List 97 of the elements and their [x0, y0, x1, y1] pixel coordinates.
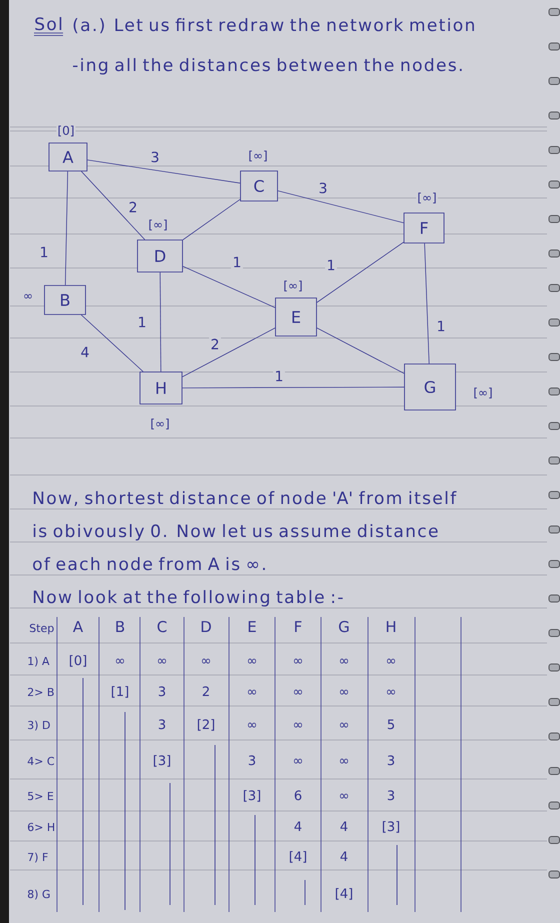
- column-header: G: [339, 620, 349, 632]
- table-cell: 3: [388, 755, 394, 766]
- step-label: 3) D: [28, 720, 50, 730]
- edge-line: [160, 272, 162, 372]
- edge-line: [182, 386, 404, 388]
- table-cell: 4: [294, 822, 302, 831]
- table-cell: ∞: [340, 758, 348, 764]
- table-cell: ∞: [340, 690, 348, 695]
- distance-label: [0]: [56, 124, 76, 138]
- table-cell: ∞: [248, 690, 256, 695]
- edge-weight: 4: [79, 345, 91, 359]
- paragraph-text: Now look at the following table :-: [34, 590, 343, 607]
- table-cell: [3]: [244, 790, 260, 802]
- edge-line: [182, 199, 240, 240]
- node-box: C: [240, 170, 278, 202]
- column-header: E: [248, 621, 256, 632]
- column-header: F: [295, 621, 302, 632]
- heading-text: Sol: [34, 17, 64, 36]
- step-label: 7) F: [28, 852, 48, 862]
- distance-label: [∞]: [149, 418, 171, 430]
- column-header: A: [72, 621, 83, 632]
- distance-label: ∞: [22, 293, 34, 301]
- node-box: E: [275, 298, 317, 336]
- distance-label: [∞]: [472, 386, 494, 400]
- edge-weight: 1: [273, 369, 285, 383]
- edge-line: [278, 190, 404, 224]
- table-cell: ∞: [248, 658, 256, 664]
- edge-weight: 1: [136, 315, 148, 329]
- table-cell: [4]: [290, 851, 306, 863]
- step-label: 5> E: [28, 792, 54, 800]
- node-box: G: [404, 364, 456, 410]
- edge-weight: 1: [435, 319, 447, 333]
- table-cell: [2]: [198, 719, 214, 731]
- table-cell: ∞: [386, 690, 396, 695]
- edge-weight: 1: [231, 255, 243, 269]
- table-cell: ∞: [116, 658, 124, 664]
- table-cell: ∞: [294, 722, 302, 728]
- step-label: 1) A: [28, 656, 50, 666]
- edge-weight: 2: [127, 200, 139, 214]
- node-box: B: [44, 285, 86, 315]
- step-label: 4> C: [28, 756, 54, 766]
- node-box: D: [137, 240, 183, 272]
- table-cell: ∞: [294, 658, 302, 664]
- table-cell: 3: [158, 719, 166, 730]
- edge-line: [424, 243, 430, 364]
- node-box: F: [404, 212, 444, 244]
- distance-label: [∞]: [247, 150, 269, 162]
- edge-weight: 1: [325, 258, 337, 272]
- edge-line: [316, 242, 404, 303]
- node-box: A: [48, 142, 88, 172]
- distance-label: [∞]: [282, 280, 304, 292]
- table-cell: [0]: [70, 655, 86, 667]
- table-cell: ∞: [340, 794, 348, 799]
- edge-weight: 1: [38, 245, 50, 259]
- distance-label: [∞]: [147, 218, 169, 232]
- edge-weight: 2: [209, 337, 221, 351]
- edge-line: [64, 171, 68, 286]
- edge-weight: 3: [149, 150, 161, 164]
- column-header: H: [386, 621, 396, 632]
- table-cell: 3: [388, 790, 394, 800]
- column-header: Step: [30, 624, 54, 634]
- paragraph-text: Now, shortest distance of node 'A' from itself is obivously 0. Now let us assume distance of each node from A is ∞.: [33, 491, 457, 570]
- edge-line: [316, 328, 404, 374]
- edge-line: [182, 266, 276, 308]
- table-cell: ∞: [294, 690, 302, 695]
- table-cell: 3: [248, 755, 256, 766]
- table-cell: 4: [340, 852, 348, 861]
- column-header: D: [202, 621, 211, 632]
- node-box: H: [140, 372, 182, 404]
- distance-label: [∞]: [416, 192, 438, 204]
- edge-weight: 3: [317, 181, 329, 195]
- table-cell: ∞: [340, 722, 348, 728]
- table-cell: [3]: [154, 755, 170, 767]
- table-cell: [3]: [382, 821, 400, 833]
- edge-line: [81, 171, 146, 240]
- table-cell: ∞: [158, 658, 166, 664]
- edge-line: [87, 160, 240, 184]
- table-cell: ∞: [202, 658, 210, 664]
- table-cell: [1]: [112, 686, 128, 698]
- table-cell: 6: [294, 790, 302, 800]
- table-cell: 4: [340, 822, 348, 831]
- table-cell: 3: [158, 686, 166, 696]
- column-header: C: [158, 620, 166, 632]
- edge-line: [182, 328, 276, 378]
- table-cell: [4]: [336, 888, 352, 900]
- table-cell: ∞: [386, 658, 396, 664]
- table-cell: ∞: [294, 758, 302, 764]
- table-cell: ∞: [248, 722, 256, 728]
- step-label: 8) G: [28, 890, 50, 900]
- column-header: B: [116, 621, 124, 632]
- step-label: 2> B: [28, 688, 54, 696]
- table-cell: ∞: [340, 658, 348, 664]
- step-label: 6> H: [28, 822, 54, 832]
- paragraph-text: (a.) Let us first redraw the network metion -ing all the distances between the nodes.: [73, 18, 474, 75]
- edge-line: [80, 314, 144, 372]
- table-cell: 2: [202, 686, 209, 696]
- table-cell: 5: [388, 720, 394, 730]
